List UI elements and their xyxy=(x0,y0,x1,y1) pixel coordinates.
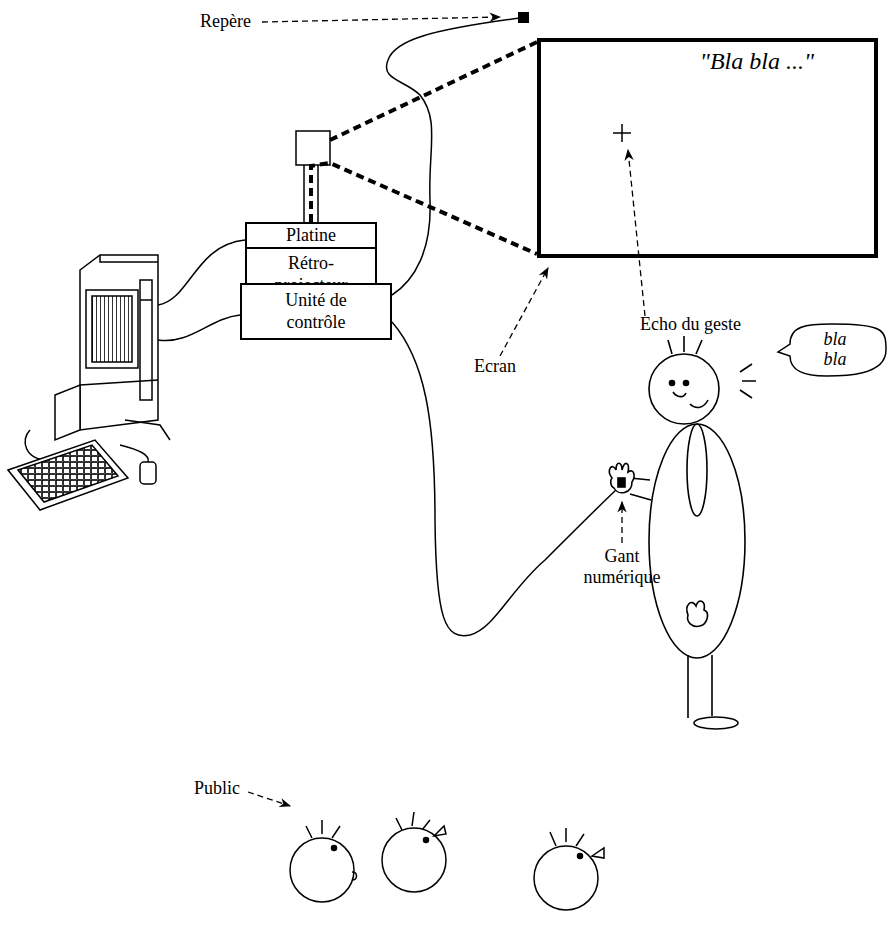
audience-label: Public xyxy=(194,778,254,799)
gesture-echo-label: Echo du geste xyxy=(640,314,770,335)
speech-bubble-text: bla bla xyxy=(790,326,874,374)
projection-beam xyxy=(330,42,537,140)
marker-label: Repère xyxy=(200,11,270,32)
projector-box-text: Platine xyxy=(247,224,375,249)
projection-screen: "Bla bla ..." xyxy=(537,38,878,258)
gesture-echo xyxy=(613,124,631,142)
screen-label: Ecran xyxy=(474,356,534,377)
control-unit-box: Unité de contrôle xyxy=(240,283,392,340)
glove-label: Gant numérique xyxy=(575,546,669,587)
bubble-outline xyxy=(778,324,886,376)
control-unit-box-text: Unité de contrôle xyxy=(242,286,390,337)
audience xyxy=(290,812,604,910)
computer xyxy=(8,255,170,510)
projection-screen-text: "Bla bla ..." xyxy=(541,42,874,75)
wire xyxy=(158,18,616,636)
leader-arrow xyxy=(248,17,645,806)
speech-bubble: bla bla xyxy=(776,322,888,378)
presenter-figure xyxy=(609,336,756,729)
marker-square xyxy=(518,12,529,23)
